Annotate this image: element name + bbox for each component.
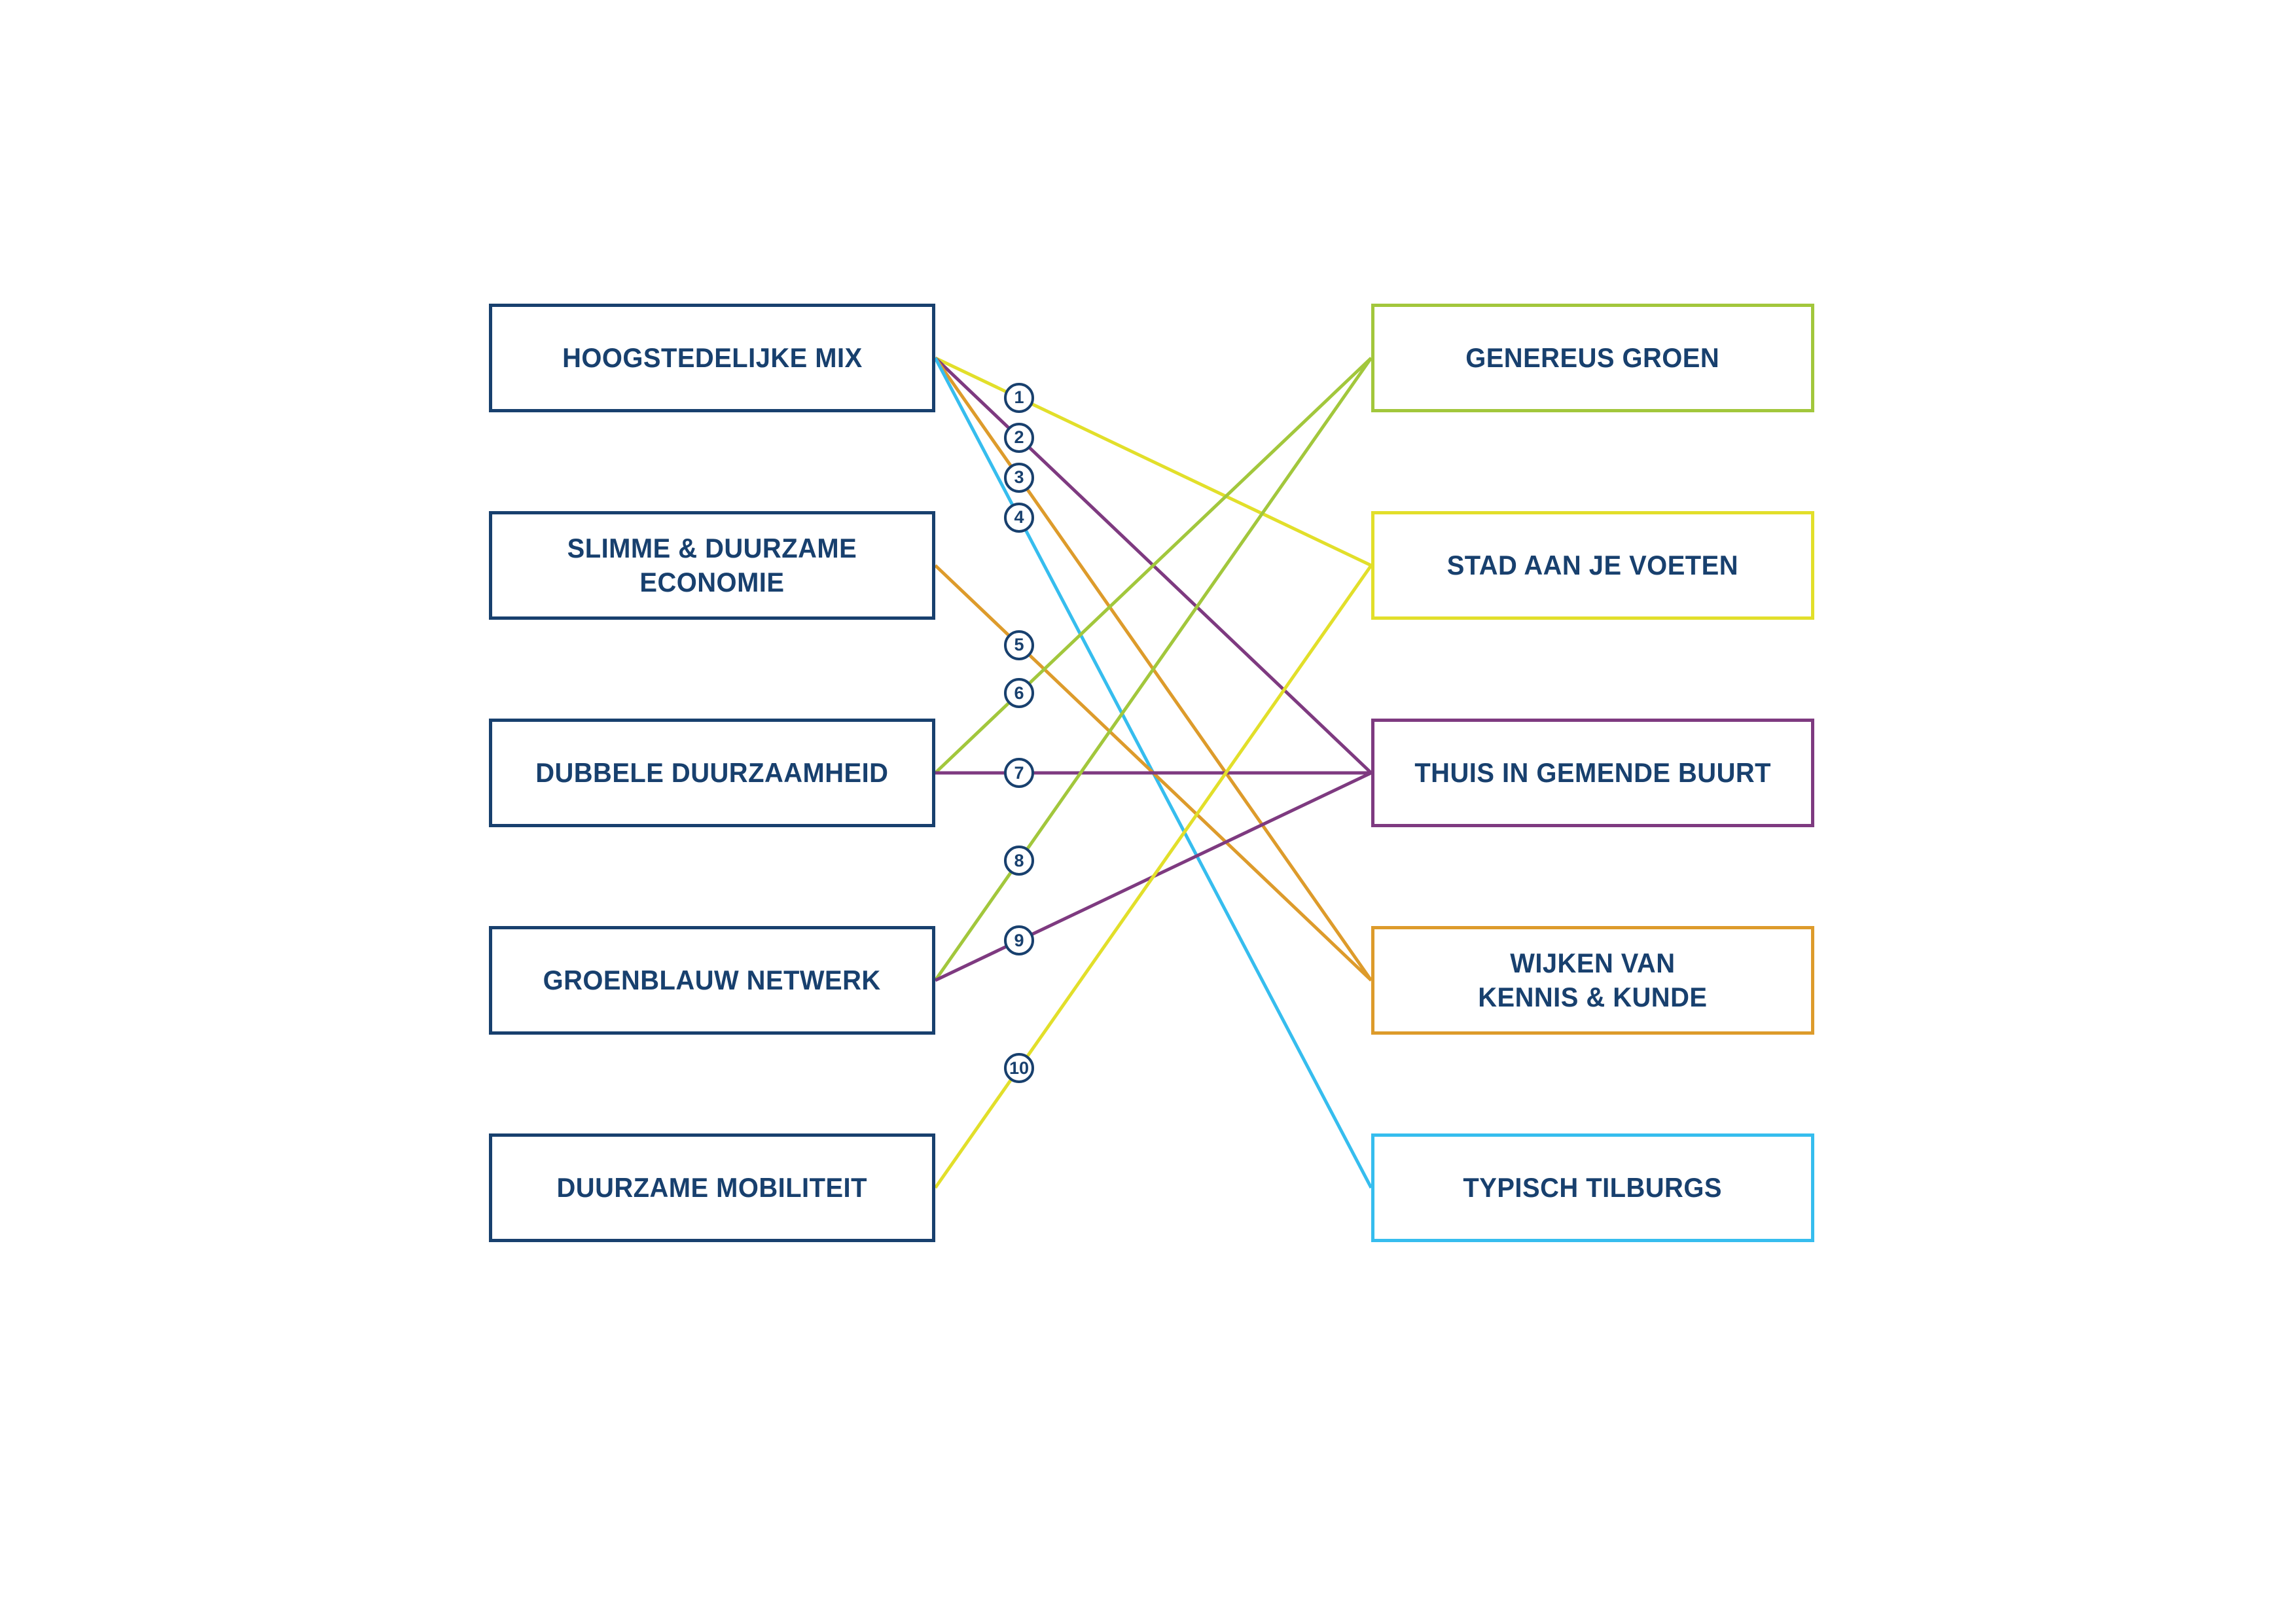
right-node-typisch-tilburgs: TYPISCH TILBURGS <box>1371 1133 1814 1242</box>
left-node-dubbele-duurzaamheid: DUBBELE DUURZAAMHEID <box>489 719 935 827</box>
left-node-duurzame-mobiliteit: DUURZAME MOBILITEIT <box>489 1133 935 1242</box>
right-node-genereus-groen: GENEREUS GROEN <box>1371 304 1814 412</box>
connection-number-badge-5: 5 <box>1004 630 1034 660</box>
connection-line-1 <box>934 356 1372 567</box>
right-node-stad-aan-je-voeten: STAD AAN JE VOETEN <box>1371 511 1814 620</box>
connection-number-badge-1: 1 <box>1004 382 1034 413</box>
right-node-thuis-in-gemende-buurt: THUIS IN GEMENDE BUURT <box>1371 719 1814 827</box>
right-node-label: TYPISCH TILBURGS <box>1463 1171 1723 1203</box>
connection-line-8 <box>933 357 1373 982</box>
connection-number-badge-8: 8 <box>1004 846 1034 876</box>
left-node-hoogstedelijke-mix: HOOGSTEDELIJKE MIX <box>489 304 935 412</box>
left-node-slimme-duurzame-economie: SLIMME & DUURZAME ECONOMIE <box>489 511 935 620</box>
right-node-label: STAD AAN JE VOETEN <box>1446 549 1739 580</box>
connection-number-badge-10: 10 <box>1004 1053 1034 1084</box>
left-node-label: GROENBLAUW NETWERK <box>543 964 882 995</box>
left-node-groenblauw-netwerk: GROENBLAUW NETWERK <box>489 926 935 1035</box>
right-node-label: THUIS IN GEMENDE BUURT <box>1414 757 1771 788</box>
connection-number-badge-3: 3 <box>1004 462 1034 493</box>
right-node-wijken-van-kennis-kunde: WIJKEN VAN KENNIS & KUNDE <box>1371 926 1814 1035</box>
right-node-label: GENEREUS GROEN <box>1465 342 1720 373</box>
connection-number-badge-7: 7 <box>1004 758 1034 788</box>
left-node-label: DUURZAME MOBILITEIT <box>556 1171 868 1203</box>
connection-line-10 <box>933 564 1373 1189</box>
right-node-label: WIJKEN VAN KENNIS & KUNDE <box>1478 947 1708 1013</box>
connection-number-badge-9: 9 <box>1004 925 1034 956</box>
left-node-label: HOOGSTEDELIJKE MIX <box>562 342 863 373</box>
connection-number-badge-6: 6 <box>1004 678 1034 709</box>
connection-number-badge-4: 4 <box>1004 502 1034 533</box>
connection-number-badge-2: 2 <box>1004 422 1034 453</box>
left-node-label: DUBBELE DUURZAAMHEID <box>535 757 889 788</box>
left-node-label: SLIMME & DUURZAME ECONOMIE <box>567 532 857 598</box>
